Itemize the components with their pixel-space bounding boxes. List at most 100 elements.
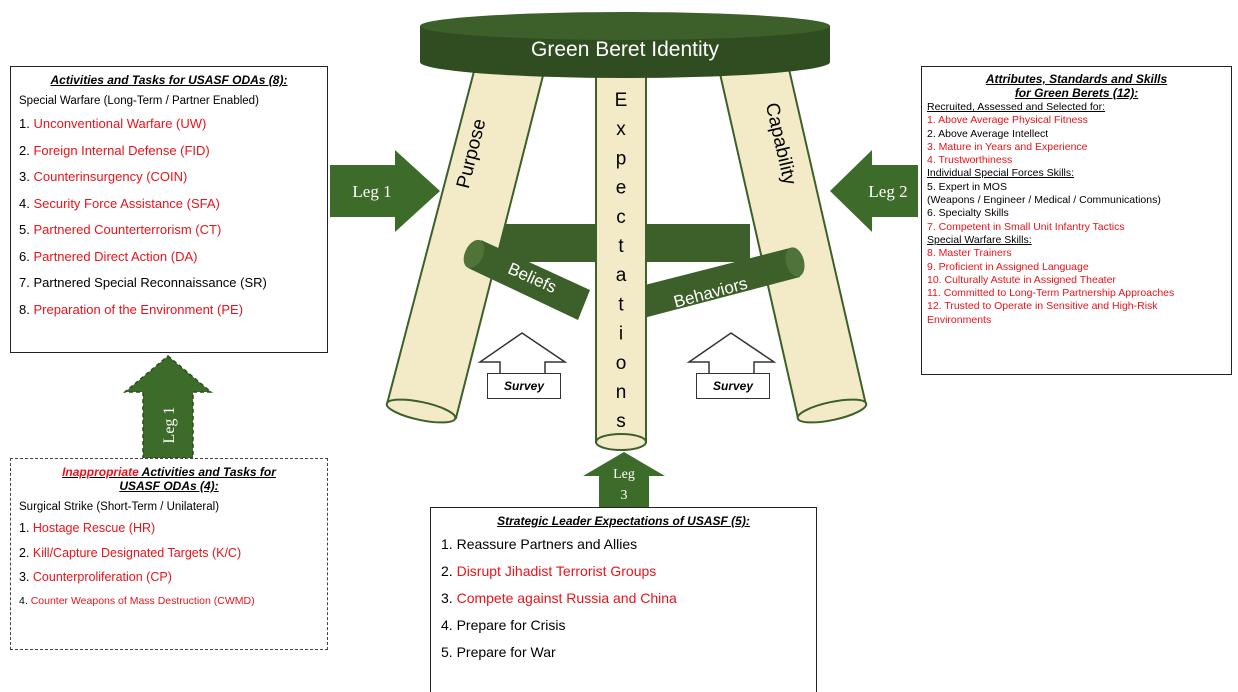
attribute-line: 11. Committed to Long-Term Partnership A…	[927, 287, 1175, 300]
activity-item: 7. Partnered Special Reconnaissance (SR)	[19, 275, 319, 290]
activity-item: 1. Unconventional Warfare (UW)	[19, 116, 319, 131]
expectation-item-text: Reassure Partners and Allies	[456, 536, 638, 552]
inappropriate-item: 4. Counter Weapons of Mass Destruction (…	[19, 595, 319, 607]
expectation-item: 5. Prepare for War	[441, 644, 806, 660]
expectation-item-text: Disrupt Jihadist Terrorist Groups	[456, 563, 657, 579]
activity-item: 2. Foreign Internal Defense (FID)	[19, 143, 319, 158]
expectations-letter: e	[616, 178, 627, 199]
stool-seat: Green Beret Identity	[420, 12, 830, 78]
attribute-line: 4. Trustworthiness	[927, 154, 1013, 167]
inappropriate-title-line2: USASF ODAs (4):	[119, 479, 219, 493]
activity-item-number: 1.	[19, 116, 34, 131]
leg2-left-arrow-label: Leg 2	[868, 182, 907, 201]
leg-purpose: Purpose	[385, 55, 550, 424]
attribute-line: 1. Above Average Physical Fitness	[927, 114, 1088, 127]
survey-arrow-right	[686, 332, 777, 377]
attributes-list: Recruited, Assessed and Selected for:1. …	[927, 101, 1226, 327]
activity-item-number: 3.	[19, 169, 34, 184]
activity-item-number: 8.	[19, 301, 34, 317]
activity-item-text: Foreign Internal Defense (FID)	[33, 142, 210, 158]
activities-list: 1. Unconventional Warfare (UW) 2. Foreign…	[19, 116, 319, 317]
activity-item-text: Counterinsurgency (COIN)	[33, 169, 188, 184]
leg1-right-arrow: Leg 1	[330, 150, 440, 232]
expectations-letter: x	[616, 119, 626, 140]
expectation-item-text: Prepare for Crisis	[456, 617, 566, 633]
activity-item: 3. Counterinsurgency (COIN)	[19, 169, 319, 184]
expectation-item: 4. Prepare for Crisis	[441, 617, 806, 633]
activities-title: Activities and Tasks for USASF ODAs (8):	[50, 73, 288, 87]
inappropriate-item-text: Hostage Rescue (HR)	[32, 521, 156, 535]
expectation-item-number: 4.	[441, 617, 457, 633]
attribute-line: 7. Competent in Small Unit Infantry Tact…	[927, 220, 1125, 233]
attribute-line: 3. Mature in Years and Experience	[927, 140, 1088, 153]
leg-expectations: Expectations	[595, 55, 647, 451]
inappropriate-list: 1. Hostage Rescue (HR) 2. Kill/Capture De…	[19, 521, 319, 607]
activity-item-text: Partnered Direct Action (DA)	[33, 248, 198, 264]
leg3-up-arrow: Leg 3	[583, 452, 665, 507]
activity-item-number: 2.	[19, 142, 34, 158]
expectation-item-number: 5.	[441, 644, 457, 660]
expectations-letter: p	[616, 148, 627, 169]
activity-item-number: 5.	[19, 222, 34, 237]
leg1-up-arrow: Leg 1	[122, 355, 214, 459]
inappropriate-item-number: 3.	[19, 570, 33, 584]
activity-item-text: Partnered Counterterrorism (CT)	[33, 222, 222, 237]
seat-label: Green Beret Identity	[531, 38, 719, 61]
inappropriate-item-number: 4.	[19, 594, 31, 607]
expectations-letter: t	[618, 236, 624, 257]
inappropriate-item-text: Counter Weapons of Mass Destruction (CWM…	[30, 594, 255, 607]
inappropriate-item: 3. Counterproliferation (CP)	[19, 570, 319, 584]
attribute-heading: Special Warfare Skills:	[927, 233, 1032, 246]
attribute-line: 5. Expert in MOS	[927, 180, 1007, 193]
attribute-line: 2. Above Average Intellect	[927, 127, 1049, 140]
attribute-line: (Weapons / Engineer / Medical / Communic…	[927, 194, 1161, 207]
leg1-right-arrow-label: Leg 1	[352, 182, 391, 201]
inappropriate-item-number: 2.	[19, 545, 33, 560]
activity-item-number: 4.	[19, 195, 34, 211]
activity-item-text: Preparation of the Environment (PE)	[33, 301, 244, 317]
inappropriate-subtitle: Surgical Strike (Short-Term / Unilateral…	[19, 501, 220, 513]
brace-behaviors-end	[785, 247, 805, 277]
activity-item-text: Security Force Assistance (SFA)	[33, 195, 220, 211]
leg2-left-arrow: Leg 2	[830, 150, 918, 232]
activity-item-number: 7.	[19, 275, 34, 290]
leg1-up-arrow-label: Leg 1	[161, 407, 178, 444]
expectations-letter: s	[616, 411, 626, 432]
activity-item: 4. Security Force Assistance (SFA)	[19, 196, 319, 211]
expectations-letter: t	[618, 294, 624, 315]
expectations-letter: i	[619, 324, 623, 345]
expectations-letter: a	[616, 265, 627, 286]
attributes-title-line1: Attributes, Standards and Skills	[985, 72, 1168, 86]
survey-label-left: Survey	[487, 373, 561, 399]
expectations-letter: E	[615, 90, 628, 111]
survey-label-right: Survey	[696, 373, 770, 399]
activities-subtitle: Special Warfare (Long-Term / Partner Ena…	[19, 95, 259, 107]
brace-beliefs-end	[463, 239, 485, 269]
expectations-letter: n	[616, 382, 627, 403]
leg-expectations-label: Expectations	[615, 90, 628, 432]
inappropriate-title: Inappropriate Activities and Tasks for U…	[19, 465, 319, 493]
activity-item: 8. Preparation of the Environment (PE)	[19, 302, 319, 317]
activity-item: 6. Partnered Direct Action (DA)	[19, 249, 319, 264]
inappropriate-item: 2. Kill/Capture Designated Targets (K/C)	[19, 546, 319, 560]
attribute-line: 6. Specialty Skills	[927, 207, 1009, 220]
expectation-item-number: 2.	[441, 563, 457, 579]
inappropriate-item-number: 1.	[19, 521, 33, 535]
activity-item-text: Unconventional Warfare (UW)	[33, 116, 207, 131]
leg3-up-arrow-label-1: Leg	[613, 467, 635, 482]
leg-capability: Capability	[714, 55, 868, 424]
expectation-item: 1. Reassure Partners and Allies	[441, 536, 806, 552]
attribute-heading: Recruited, Assessed and Selected for:	[927, 101, 1106, 113]
attribute-line: 8. Master Trainers	[927, 247, 1012, 260]
attributes-box: Attributes, Standards and Skills for Gre…	[921, 66, 1232, 375]
expectation-item-text: Prepare for War	[456, 644, 556, 660]
expectation-item-number: 3.	[441, 590, 457, 606]
expectations-title: Strategic Leader Expectations of USASF (…	[497, 514, 750, 528]
expectations-box: Strategic Leader Expectations of USASF (…	[430, 507, 817, 692]
expectations-letter: c	[616, 207, 626, 228]
leg3-up-arrow-label-2: 3	[621, 488, 628, 503]
brace-beliefs	[468, 240, 590, 320]
expectation-item: 3. Compete against Russia and China	[441, 590, 806, 606]
expectation-item: 2. Disrupt Jihadist Terrorist Groups	[441, 563, 806, 579]
